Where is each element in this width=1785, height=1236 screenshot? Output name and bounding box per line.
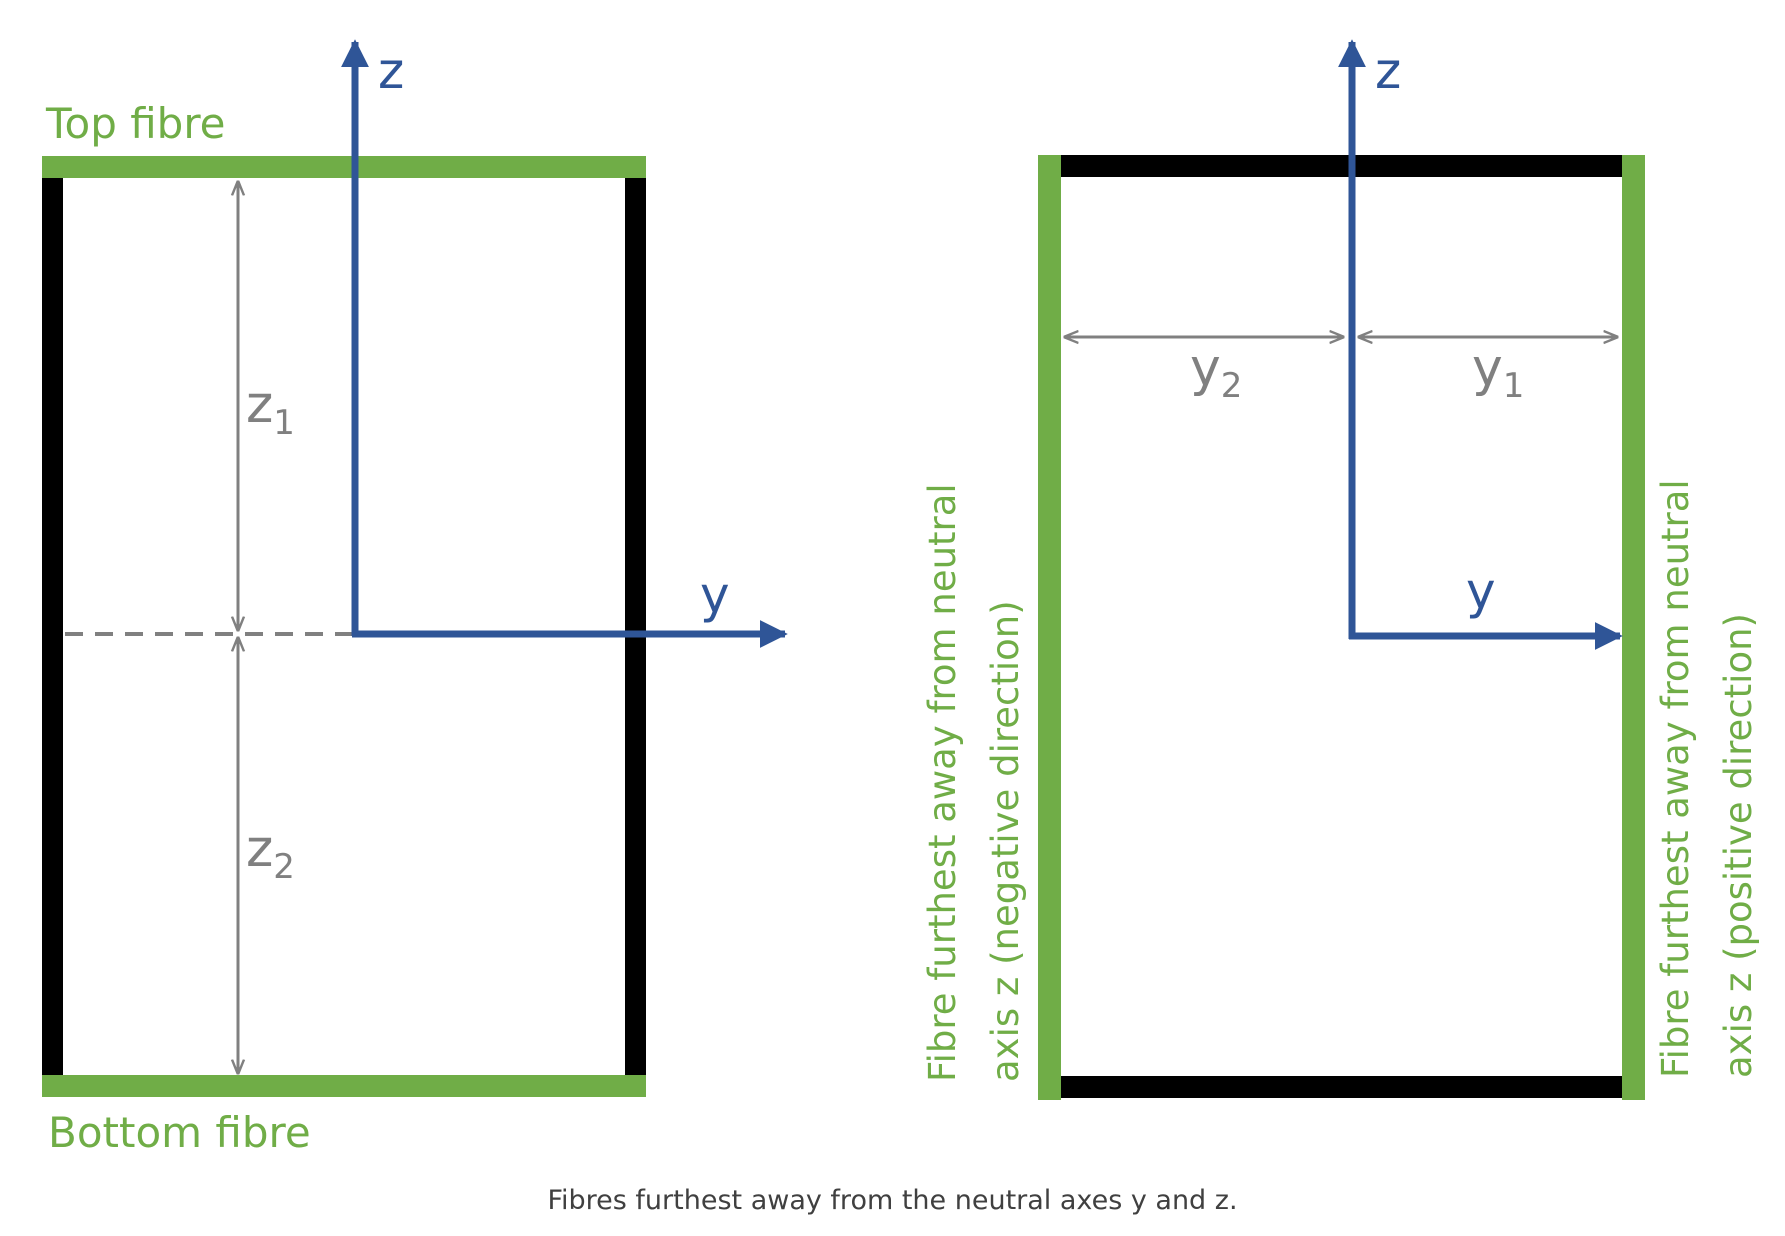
right-y-axis-label: y <box>1466 562 1496 620</box>
bottom-fibre-bar <box>42 1075 646 1097</box>
dim-z2-letter: z <box>246 819 273 879</box>
dim-z2-label: z2 <box>246 819 295 887</box>
left-panel: Top fibre Bottom fibre z y z1 z2 <box>42 39 788 1157</box>
top-fibre-label: Top fibre <box>45 99 226 148</box>
dim-z2-subscript: 2 <box>273 847 295 887</box>
dim-y1-subscript: 1 <box>1503 366 1525 406</box>
right-z-axis-label: z <box>1375 42 1401 100</box>
top-fibre-bar <box>42 156 646 178</box>
right-rect-bottom-side <box>1038 1076 1624 1098</box>
right-fibre-bar <box>1622 155 1645 1100</box>
dim-y1-label: y1 <box>1472 338 1524 406</box>
left-y-axis-label: y <box>700 566 730 624</box>
dim-z1-label: z1 <box>246 375 295 443</box>
left-fibre-note-line1: Fibre furthest away from neutral <box>921 483 964 1082</box>
left-rect-left-side <box>42 165 63 1090</box>
dim-y2-label: y2 <box>1190 338 1242 406</box>
figure-caption: Fibres furthest away from the neutral ax… <box>547 1185 1238 1216</box>
left-fibre-bar <box>1038 155 1061 1100</box>
left-rect-right-side <box>625 165 646 1090</box>
right-fibre-note-line1: Fibre furthest away from neutral <box>1654 479 1697 1078</box>
dim-y1-letter: y <box>1472 338 1503 398</box>
dim-z1-letter: z <box>246 375 273 435</box>
dim-y2-letter: y <box>1190 338 1221 398</box>
dim-y2-subscript: 2 <box>1221 366 1243 406</box>
right-fibre-note-line2: axis z (positive direction) <box>1717 613 1760 1078</box>
right-rect-top-side <box>1038 155 1624 177</box>
left-z-axis-label: z <box>378 42 404 100</box>
right-panel: z y y2 y1 Fibre furthest away from neutr… <box>921 39 1760 1100</box>
bottom-fibre-label: Bottom fibre <box>48 1108 311 1157</box>
left-fibre-note-line2: axis z (negative direction) <box>984 600 1027 1082</box>
dim-z1-subscript: 1 <box>273 403 295 443</box>
